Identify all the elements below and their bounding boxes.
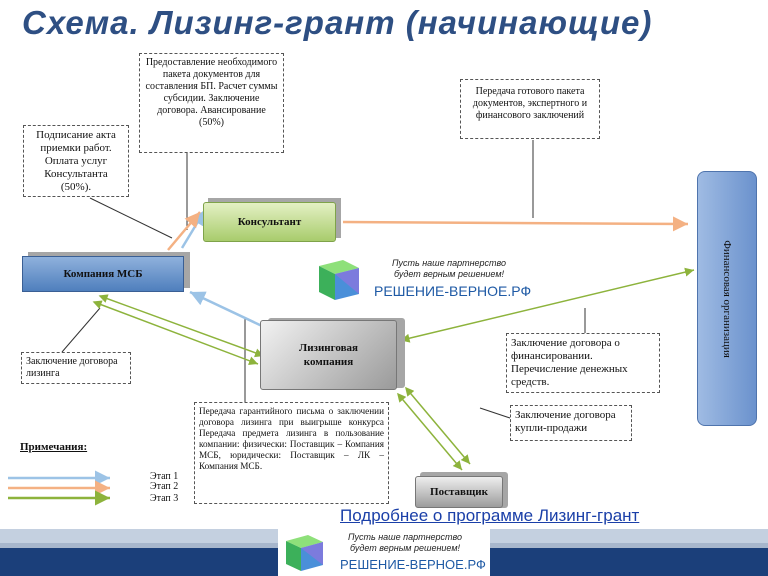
logo-brand-name: РЕШЕНИЕ-ВЕРНОЕ.РФ <box>374 283 532 299</box>
cube-icon <box>319 260 359 300</box>
legend-stage1: Этап 1 <box>150 471 179 482</box>
arrow-stage2 <box>167 211 201 251</box>
node-consultant: Консультант <box>203 202 336 242</box>
note-document-package: Предоставление необходимого пакета докум… <box>139 53 284 153</box>
leasing-label-line1: Лизинговая <box>299 342 358 354</box>
footer-logo: Пусть наше партнерство будет верным реше… <box>278 529 490 576</box>
arrow-stage3 <box>405 386 471 465</box>
logo-slogan-line1: Пусть наше партнерство <box>391 258 507 268</box>
arrow-stage3 <box>400 267 695 343</box>
note-purchase-contract: Заключение договора купли-продажи <box>510 405 632 441</box>
arrow-stage2 <box>342 216 689 232</box>
note-transfer-package: Передача готового пакета документов, экс… <box>460 79 600 139</box>
note-leasing-contract: Заключение договора лизинга <box>21 352 131 384</box>
arrow-stage3 <box>98 294 265 358</box>
footer-brand-name: РЕШЕНИЕ-ВЕРНОЕ.РФ <box>340 557 486 572</box>
legend-title: Примечания: <box>20 441 88 453</box>
note-guarantee-letter: Передача гарантийного письма о заключени… <box>194 402 389 504</box>
legend-stage2: Этап 2 <box>150 481 179 492</box>
arrow-stage1 <box>189 290 263 328</box>
note-acceptance: Подписание акта приемки работ. Оплата ус… <box>23 125 129 197</box>
pointer-line <box>89 197 173 239</box>
node-msb: Компания МСБ <box>22 256 184 292</box>
footer-slogan-line2: будет верным решением! <box>349 543 461 553</box>
page-title: Схема. Лизинг-грант (начинающие) <box>22 4 653 41</box>
node-supplier: Поставщик <box>415 476 503 508</box>
cube-icon <box>286 535 323 571</box>
program-details-link[interactable]: Подробнее о программе Лизинг-грант <box>340 506 640 525</box>
logo-slogan-line2: будет верным решением! <box>393 269 505 279</box>
footer-slogan-line1: Пусть наше партнерство <box>347 532 463 542</box>
finance-label: Финансовая организация <box>721 239 733 358</box>
note-financing-contract: Заключение договора о финансировании. Пе… <box>506 333 660 393</box>
arrow-stage1 <box>180 209 207 249</box>
node-leasing-company: Лизинговая компания <box>260 320 397 390</box>
arrow-stage3 <box>397 392 463 471</box>
pointer-line <box>61 307 101 353</box>
node-finance-organization: Финансовая организация <box>697 171 757 426</box>
leasing-label-line2: компания <box>303 356 354 368</box>
legend-stage3: Этап 3 <box>150 493 179 504</box>
